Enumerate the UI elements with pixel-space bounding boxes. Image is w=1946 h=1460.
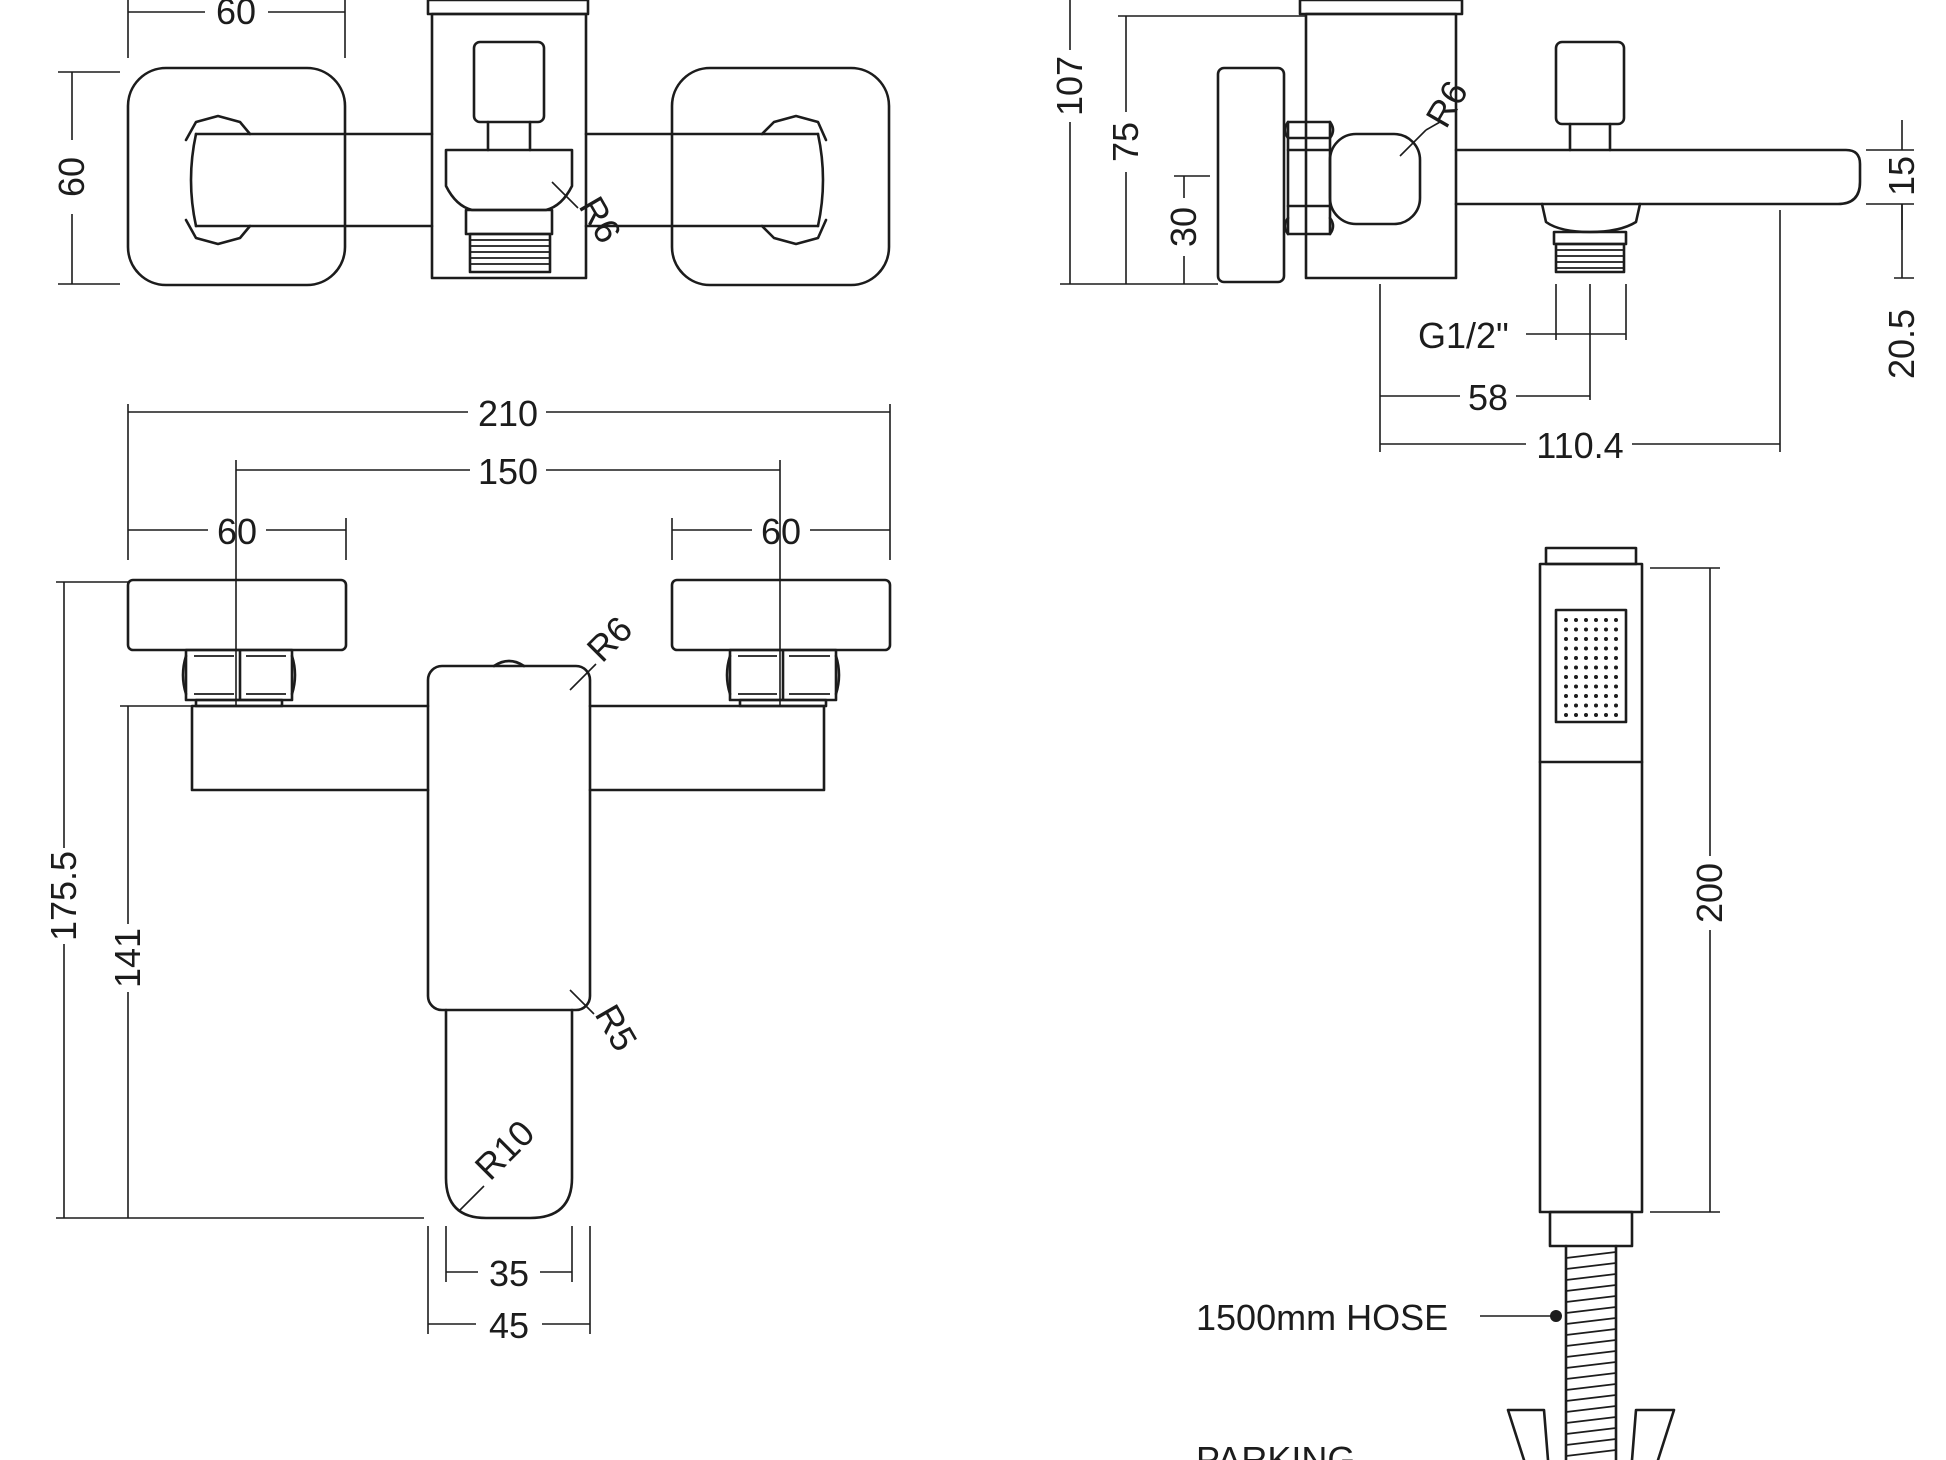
side-diverter — [1554, 40, 1626, 126]
front-width-lever-label: 35 — [489, 1253, 529, 1294]
parking-label: PARKING — [1196, 1439, 1355, 1460]
front-width-handle-right-label: 60 — [761, 511, 801, 552]
side-height-body-label: 75 — [1105, 122, 1146, 162]
front-width-centres-label: 150 — [478, 451, 538, 492]
top-view: 60 60 R6 — [51, 0, 891, 287]
side-projection-label: 110.4 — [1536, 425, 1623, 466]
handset-length-label: 200 — [1689, 863, 1730, 923]
handset-view: 200 1500mm HOSE PARKING — [1196, 546, 1730, 1460]
front-width-total-label: 210 — [478, 393, 538, 434]
top-height-label: 60 — [51, 157, 92, 197]
front-radius-body-label: R6 — [579, 608, 641, 670]
top-handle-right — [670, 66, 891, 287]
front-height-body-label: 141 — [107, 928, 148, 988]
top-width-label: 60 — [216, 0, 256, 32]
top-radius-label: R6 — [571, 190, 630, 250]
top-handle-left — [126, 66, 347, 287]
parking-bracket — [1506, 1408, 1676, 1460]
side-knob — [1328, 132, 1422, 226]
side-spout — [1454, 148, 1862, 206]
side-body — [1304, 12, 1458, 280]
front-radius-tip-label: R10 — [467, 1112, 543, 1188]
front-radius-lever-label: R5 — [587, 998, 646, 1058]
handset-spray-face — [1554, 608, 1628, 724]
side-spout-height-label: 20.5 — [1881, 309, 1922, 379]
front-width-body-label: 45 — [489, 1305, 529, 1346]
side-radius-label: R6 — [1417, 74, 1476, 134]
hose-label: 1500mm HOSE — [1196, 1297, 1448, 1338]
front-handle-left — [126, 578, 348, 652]
handset-nozzles — [1564, 618, 1618, 717]
top-lever — [472, 40, 546, 124]
hose — [1564, 1244, 1618, 1460]
front-lever — [444, 1008, 574, 1220]
front-view: 210 150 60 60 R6 R5 — [43, 393, 892, 1346]
side-thread-label: G1/2" — [1418, 315, 1509, 356]
side-wall-plate — [1216, 66, 1286, 284]
side-height-total-label: 107 — [1049, 56, 1090, 116]
front-crossbar — [190, 704, 826, 792]
front-width-handle-left-label: 60 — [217, 511, 257, 552]
front-handle-right — [670, 578, 892, 652]
side-outlet-distance-label: 58 — [1468, 377, 1508, 418]
front-height-total-label: 175.5 — [43, 851, 84, 941]
side-view: 107 75 30 R6 — [1049, 0, 1922, 466]
top-body — [430, 12, 588, 280]
front-body — [426, 664, 592, 1012]
side-height-outlet-label: 30 — [1163, 207, 1204, 247]
side-spout-thickness-label: 15 — [1881, 156, 1922, 196]
